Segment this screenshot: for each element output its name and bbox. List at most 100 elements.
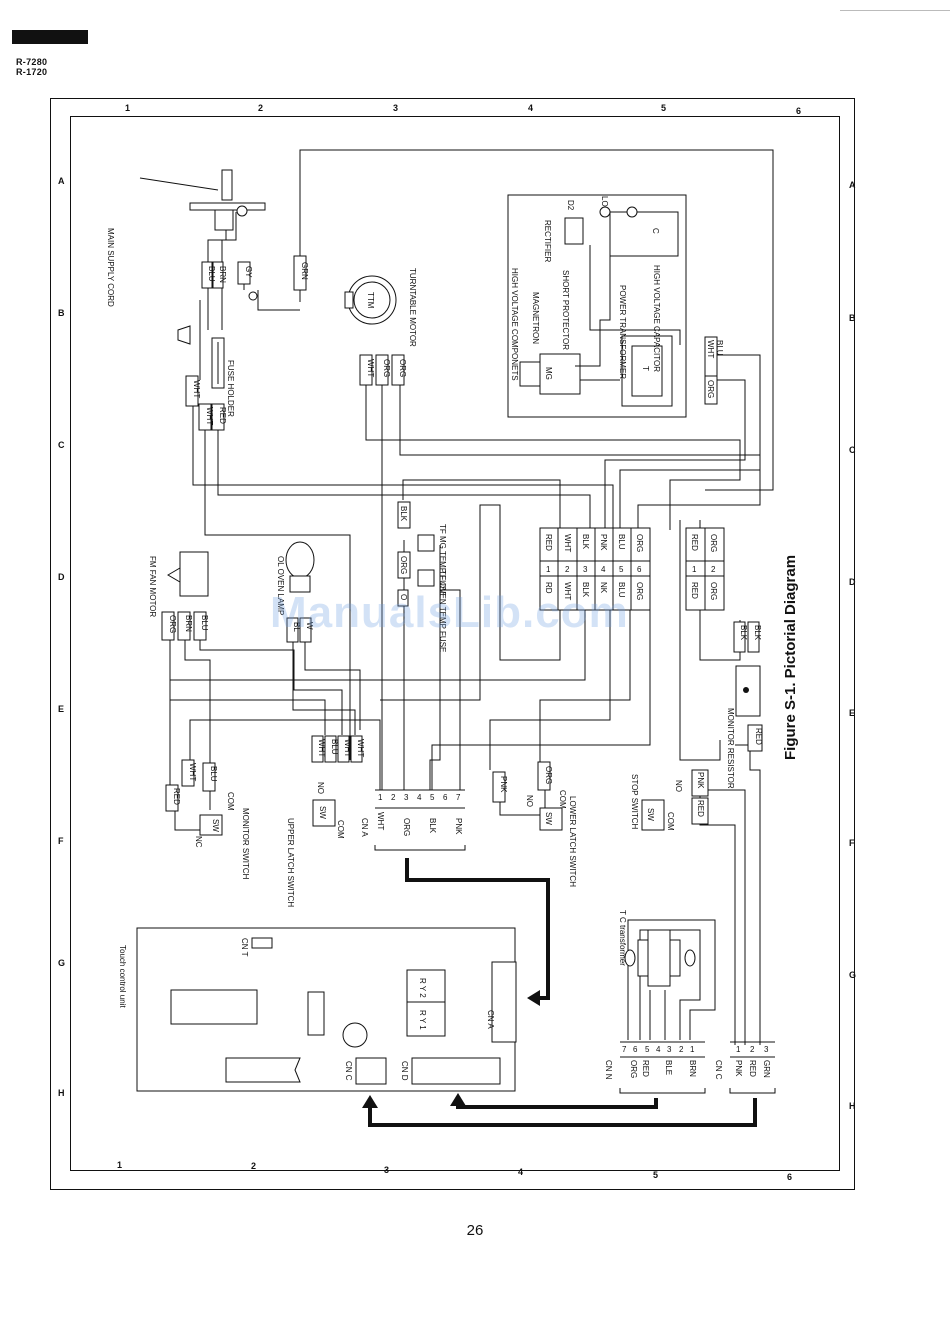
turntable-motor — [344, 275, 405, 386]
monitor-nc-label: NC — [194, 836, 203, 848]
grid-col-bottom: 1 — [117, 1160, 123, 1170]
grid-col-top: 6 — [796, 106, 802, 116]
fuse-holder-label: FUSE HOLDER — [226, 360, 235, 417]
cn-c-pin-1: 1 — [736, 1045, 741, 1054]
cn-n-connector — [619, 1041, 706, 1094]
upper-latch-switch-label: UPPER LATCH SWITCH — [286, 818, 295, 907]
block1-top-4: PNK — [599, 534, 608, 551]
cn-a-pin-2: 2 — [391, 793, 396, 802]
grid-col-top: 4 — [528, 103, 534, 113]
monitor-resistor — [733, 621, 763, 752]
cn-n-pin: 6 — [633, 1045, 638, 1054]
grid-row-right: B — [849, 313, 856, 323]
oven-lamp-label: OL OVEN LAMP — [276, 556, 285, 615]
wire-label-blu: BLU — [200, 615, 209, 631]
wire-label-org: ORG — [706, 380, 715, 398]
grid-col-top: 2 — [258, 103, 264, 113]
cn-a-pin-1: 1 — [378, 793, 383, 802]
wire-label-pnk: PNK — [696, 772, 705, 789]
wire-label-blu: BLU — [715, 340, 724, 356]
oven-lamp — [285, 541, 315, 643]
hv-d2-label: D2 — [566, 200, 575, 211]
wire-label-wht: WHT — [356, 739, 365, 757]
fan-motor — [161, 551, 209, 641]
figure-title: Figure S-1. Pictorial Diagram — [782, 554, 799, 760]
block1-top-6: ORG — [635, 534, 644, 552]
wire-label-gy: GY — [244, 266, 253, 278]
monitor-sw-label: SW — [211, 819, 220, 832]
cn-a-connector — [374, 789, 466, 851]
temp-fuses — [397, 501, 435, 607]
cn-c-color-pnk: PNK — [734, 1060, 743, 1077]
cn-a-color-pnk: PNK — [454, 818, 463, 835]
terminal-block-2 — [685, 527, 725, 611]
stop-com-label: COM — [666, 812, 675, 831]
grid-col-bottom: 6 — [787, 1172, 793, 1182]
block1-bottom-3: BLK — [581, 582, 590, 598]
grid-row-right: G — [849, 970, 857, 980]
cn-a-color-wht: WHT — [376, 812, 385, 830]
stop-sw-label: SW — [646, 808, 655, 821]
block1-top-2: WHT — [563, 534, 572, 552]
wire-label-blu: BLU — [209, 766, 218, 782]
wire-label-blk: BLK — [739, 625, 748, 641]
grid-col-bottom: 4 — [518, 1167, 524, 1177]
grid-row-right: D — [849, 577, 856, 587]
wire-label-pnk: PNK — [499, 776, 508, 793]
wire-label-brn: BRN — [218, 266, 227, 283]
cn-n-pin: 3 — [667, 1045, 672, 1054]
wire-label-red: RED — [218, 407, 227, 424]
grid-row-left: C — [58, 440, 65, 450]
cn-n-label: CN N — [604, 1060, 613, 1080]
cn-c-connector-right — [729, 1041, 776, 1094]
wire-label-w: W — [305, 622, 314, 630]
block1-num-4: 4 — [601, 565, 606, 574]
upper-latch-sw-label: SW — [318, 806, 327, 819]
block1-bottom-4: NK — [599, 582, 608, 594]
tf-mg-temp-fuse-label: TF MG TEMP FUSE — [438, 524, 447, 597]
grid-row-left: F — [58, 836, 64, 846]
wire-label-wht: WHT — [343, 739, 352, 757]
cn-t-label: CN T — [240, 938, 249, 957]
block1-num-3: 3 — [583, 565, 588, 574]
block1-bottom-6: ORG — [635, 582, 644, 600]
cord-wire-labels — [201, 255, 307, 291]
wire-label-wht: WHT — [366, 359, 375, 377]
wire-label-grn: GRN — [300, 262, 309, 280]
cn-n-color-brn: BRN — [688, 1060, 697, 1077]
lower-latch-com-label: COM — [558, 790, 567, 809]
upper-latch-com-label: COM — [336, 820, 345, 839]
grid-row-right: C — [849, 445, 856, 455]
monitor-com-label: COM — [226, 792, 235, 811]
stop-switch — [641, 769, 709, 831]
hv-capacitor-label: HIGH VOLTAGE CAPACITOR — [652, 265, 661, 372]
block1-bottom-1: RD — [544, 582, 553, 594]
stop-switch-label: STOP SWITCH — [630, 774, 639, 829]
header-black-bar — [12, 30, 88, 44]
grid-col-top: 5 — [661, 103, 667, 113]
board-cn-c-label: CN C — [344, 1061, 353, 1081]
wire-label-red: RED — [696, 800, 705, 817]
wire-label-wht: WHT — [188, 763, 197, 781]
grid-row-right: A — [849, 180, 856, 190]
lower-latch-no-label: NO — [525, 795, 534, 807]
hv-c-label: C — [651, 228, 660, 234]
cn-a-pin-3: 3 — [404, 793, 409, 802]
model-number-2: R-1720 — [16, 67, 48, 77]
ry2-label: R Y 2 — [418, 978, 427, 998]
block1-num-6: 6 — [637, 565, 642, 574]
block1-num-2: 2 — [565, 565, 570, 574]
block1-num-1: 1 — [546, 565, 551, 574]
cn-n-pin: 5 — [645, 1045, 650, 1054]
monitor-resistor-label: MONITOR RESISTOR — [726, 708, 735, 789]
inner-frame — [70, 116, 840, 1171]
cn-a-pin-5: 5 — [430, 793, 435, 802]
wire-label-blu: BLU — [207, 266, 216, 282]
cn-n-pin: 4 — [656, 1045, 661, 1054]
upper-latch-no-label: NO — [316, 782, 325, 794]
fan-motor-label: FM FAN MOTOR — [148, 556, 157, 617]
block2-num-2: 2 — [711, 565, 716, 574]
cn-a-color-org: ORG — [402, 818, 411, 836]
wire-label-blu: BLU — [330, 739, 339, 755]
grid-row-left: B — [58, 308, 65, 318]
